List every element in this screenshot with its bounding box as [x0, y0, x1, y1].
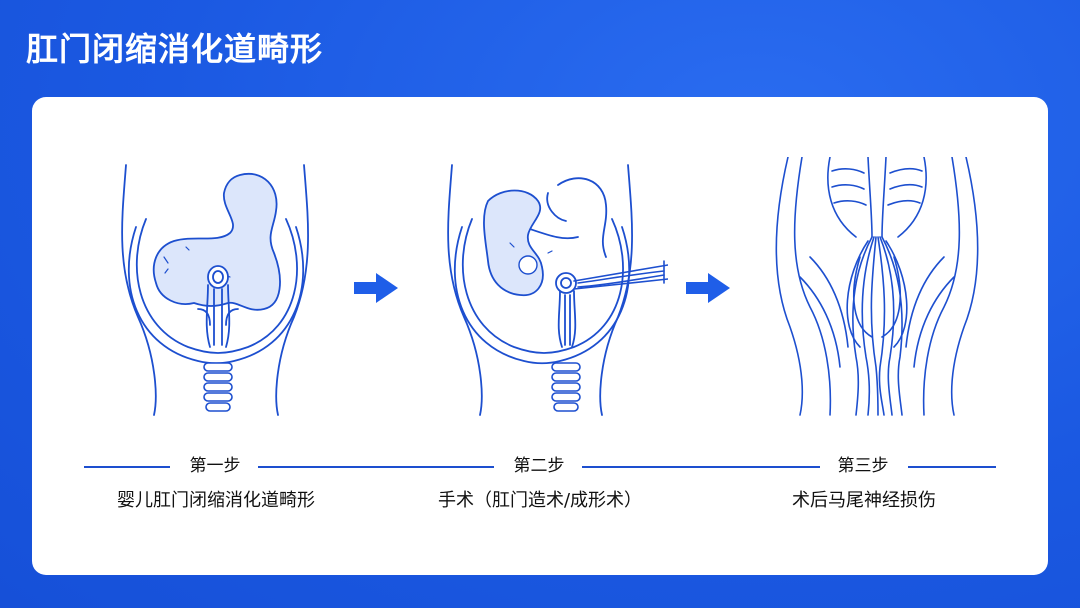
page-title: 肛门闭缩消化道畸形 — [26, 30, 324, 68]
content-card: 第一步 第二步 第三步 婴儿肛门闭缩消化道畸形 手术（肛门造术/成形术） 术后马… — [32, 97, 1048, 575]
step-1-label: 第一步 — [189, 456, 241, 476]
step-1-description: 婴儿肛门闭缩消化道畸形 — [117, 490, 315, 511]
arrow-right-icon — [686, 273, 730, 303]
arrow-right-icon — [354, 273, 398, 303]
step-3-illustration — [760, 157, 1000, 417]
timeline-segment — [84, 466, 170, 468]
timeline-segment — [258, 466, 494, 468]
timeline-segment — [582, 466, 820, 468]
step-3-description: 术后马尾神经损伤 — [792, 490, 936, 511]
step-3-label: 第三步 — [837, 456, 889, 476]
step-1-illustration — [98, 157, 338, 417]
step-2-illustration — [428, 157, 668, 417]
timeline-segment — [908, 466, 996, 468]
timeline-line — [84, 466, 996, 468]
step-2-description: 手术（肛门造术/成形术） — [437, 490, 643, 511]
step-2-label: 第二步 — [513, 456, 565, 476]
